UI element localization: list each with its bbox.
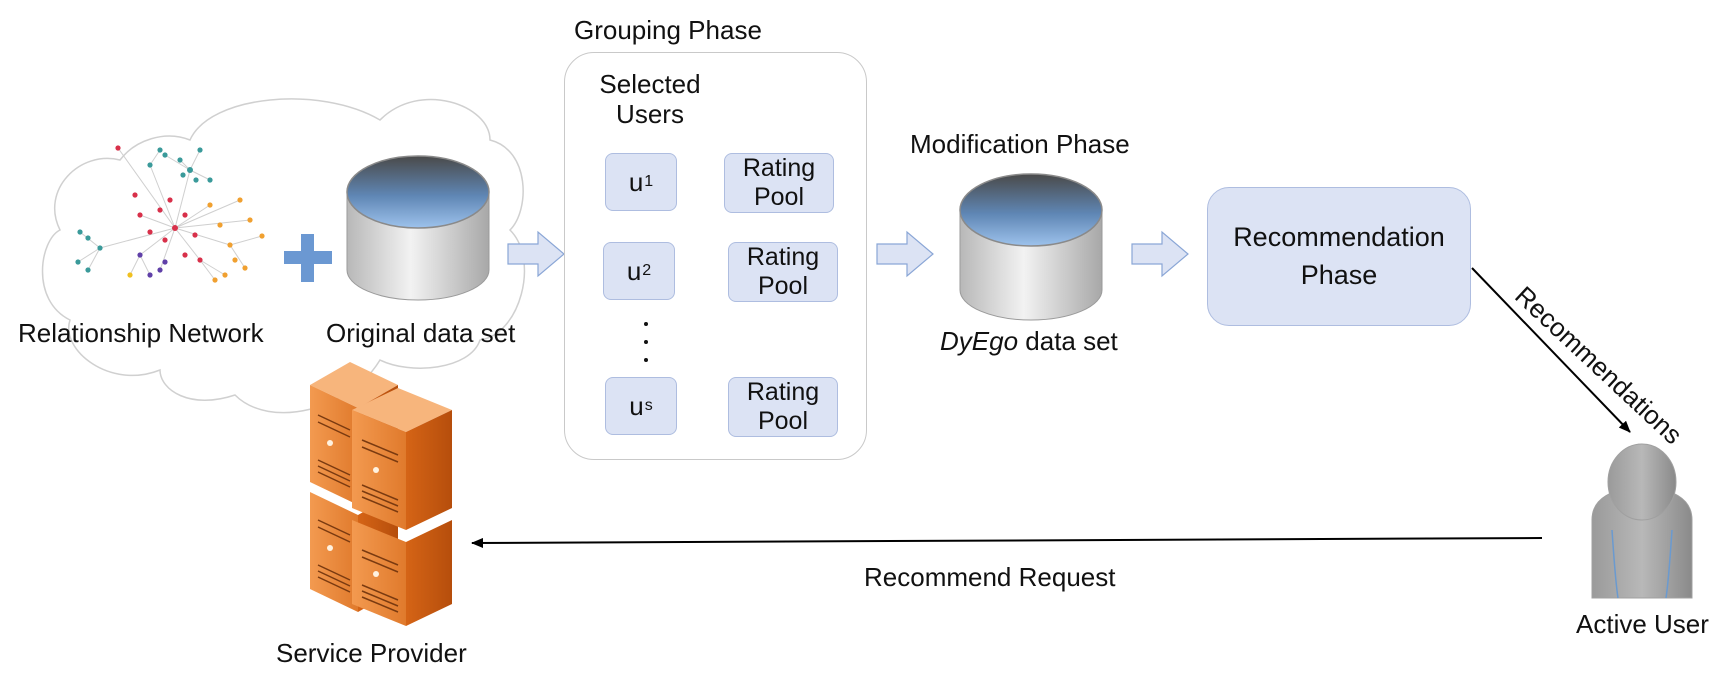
dyego-data-set-label: DyEgo data set <box>940 328 1118 354</box>
recommendations-arrow <box>1471 267 1631 433</box>
relationship-network-label: Relationship Network <box>18 318 264 348</box>
ellipsis-dots <box>644 322 650 366</box>
service-provider-server-icon <box>310 362 452 626</box>
recommend-request-label: Recommend Request <box>864 562 1116 592</box>
plus-icon <box>284 234 332 282</box>
rating-pool-1-line2: Pool <box>753 183 805 211</box>
flow-arrow-3 <box>1131 230 1189 278</box>
flow-arrow-2 <box>876 230 934 278</box>
grouping-phase-title: Grouping Phase <box>574 15 762 45</box>
selected-users-line1: Selected <box>599 69 701 99</box>
selected-users-label: Selected Users <box>590 69 710 130</box>
user-us-sub: s <box>644 397 653 414</box>
rating-pool-s-line1: Rating <box>746 378 820 407</box>
original-database-icon <box>346 155 490 301</box>
dyego-suffix: data set <box>1018 326 1118 356</box>
rating-pool-s-line2: Pool <box>757 407 809 435</box>
active-user-label: Active User <box>1576 609 1709 639</box>
dyego-name: DyEgo <box>940 326 1019 356</box>
recommendation-phase-line1: Recommendation <box>1233 221 1445 252</box>
rating-pool-2-box: Rating Pool <box>728 242 838 302</box>
rating-pool-2-line1: Rating <box>746 243 820 272</box>
selected-users-line2: Users <box>616 98 684 129</box>
relationship-network-icon <box>77 147 263 281</box>
service-provider-label: Service Provider <box>276 638 467 668</box>
user-u1-label: u <box>628 166 644 197</box>
rating-pool-1-box: Rating Pool <box>724 153 834 213</box>
user-u2-sub: 2 <box>642 262 652 279</box>
original-data-set-label: Original data set <box>326 318 516 348</box>
rating-pool-s-box: Rating Pool <box>728 377 838 437</box>
user-u2-label: u <box>626 255 642 286</box>
network-nodes <box>75 145 265 283</box>
user-u1-sub: 1 <box>644 173 654 190</box>
rating-pool-1-line1: Rating <box>742 154 816 183</box>
flow-arrow-1 <box>507 230 565 278</box>
recommendation-phase-line2: Phase <box>1300 259 1378 290</box>
recommend-request-arrow <box>471 537 1543 548</box>
recommendation-phase-box: Recommendation Phase <box>1207 187 1471 326</box>
user-us-label: u <box>629 390 644 421</box>
active-user-icon <box>1591 443 1693 599</box>
modification-phase-title: Modification Phase <box>910 129 1130 159</box>
dyego-database-icon <box>959 173 1103 321</box>
rating-pool-2-line2: Pool <box>757 272 809 300</box>
